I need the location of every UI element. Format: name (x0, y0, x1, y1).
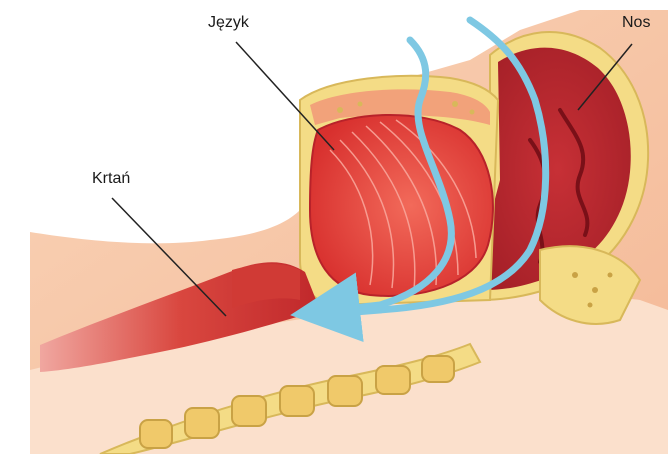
label-larynx: Krtań (92, 170, 130, 188)
label-nose: Nos (622, 14, 650, 32)
label-tongue: Język (208, 14, 249, 32)
